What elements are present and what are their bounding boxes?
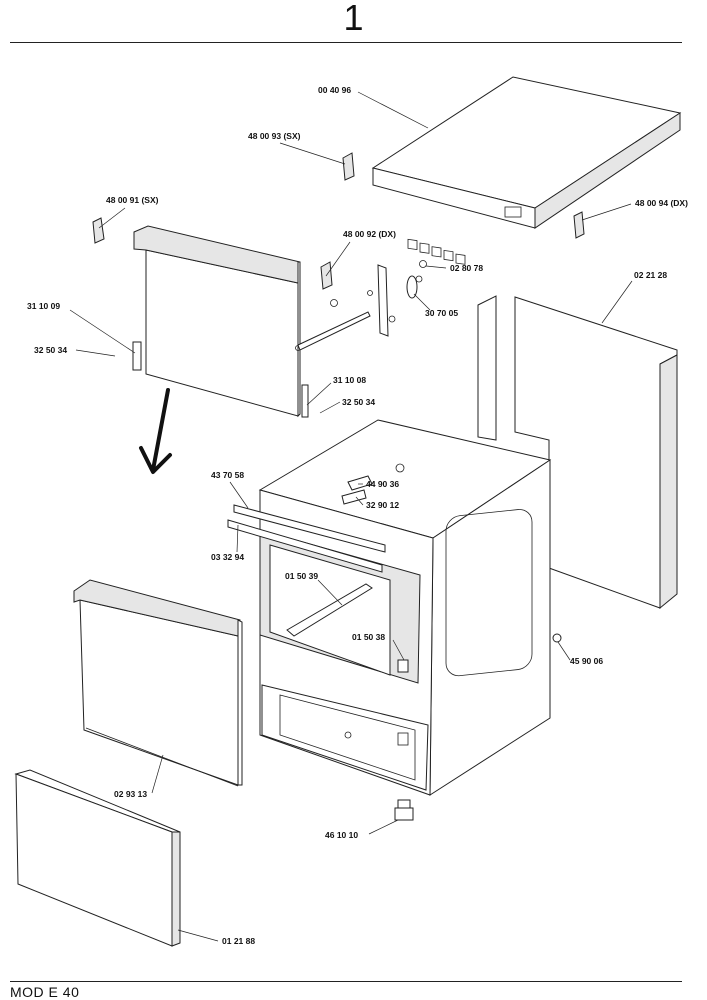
hinge-bar xyxy=(297,311,371,351)
callout-cap-sx-93: 48 00 93 (SX) xyxy=(248,131,301,141)
callout-front-door: 02 93 13 xyxy=(114,789,147,799)
callout-cap-sx-91: 48 00 91 (SX) xyxy=(106,195,159,205)
side-cap-right xyxy=(573,211,585,239)
model-label: MOD E 40 xyxy=(10,984,80,1000)
footer-rule xyxy=(10,981,682,982)
callout-32-90-12: 32 90 12 xyxy=(366,500,399,510)
header-rule xyxy=(10,42,682,43)
callout-02-80-78: 02 80 78 xyxy=(450,263,483,273)
machine-body xyxy=(227,419,552,796)
callout-kick-panel: 01 21 88 xyxy=(222,936,255,946)
callout-01-50-38: 01 50 38 xyxy=(352,632,385,642)
front-door xyxy=(73,579,243,787)
side-panel xyxy=(477,295,678,610)
callout-30-70-05: 30 70 05 xyxy=(425,308,458,318)
side-cap-left-top xyxy=(342,152,355,181)
drain-fitting xyxy=(394,799,414,821)
upper-door-panel xyxy=(132,225,309,418)
callout-03-32-94: 03 32 94 xyxy=(211,552,244,562)
kick-panel xyxy=(14,769,181,947)
callout-cap-dx-92: 48 00 92 (DX) xyxy=(343,229,396,239)
callout-side-panel: 02 21 28 xyxy=(634,270,667,280)
callout-43-70-58: 43 70 58 xyxy=(211,470,244,480)
page-number: 1 xyxy=(343,0,364,38)
callout-31-10-08: 31 10 08 xyxy=(333,375,366,385)
leader-lines xyxy=(69,91,633,942)
direction-arrow xyxy=(139,388,172,474)
callout-46-10-10: 46 10 10 xyxy=(325,830,358,840)
side-cap-left xyxy=(92,217,105,244)
top-cover xyxy=(371,76,682,265)
callout-01-50-39: 01 50 39 xyxy=(285,571,318,581)
callout-cap-dx-94: 48 00 94 (DX) xyxy=(635,198,688,208)
callout-top-cover: 00 40 96 xyxy=(318,85,351,95)
callout-32-50-34-right: 32 50 34 xyxy=(342,397,375,407)
nut-45-90-06 xyxy=(552,633,562,643)
callout-32-50-34-left: 32 50 34 xyxy=(34,345,67,355)
callout-31-10-09: 31 10 09 xyxy=(27,301,60,311)
hinge-bracket xyxy=(330,260,427,337)
callout-44-90-36: 44 90 36 xyxy=(366,479,399,489)
callout-45-90-06: 45 90 06 xyxy=(570,656,603,666)
